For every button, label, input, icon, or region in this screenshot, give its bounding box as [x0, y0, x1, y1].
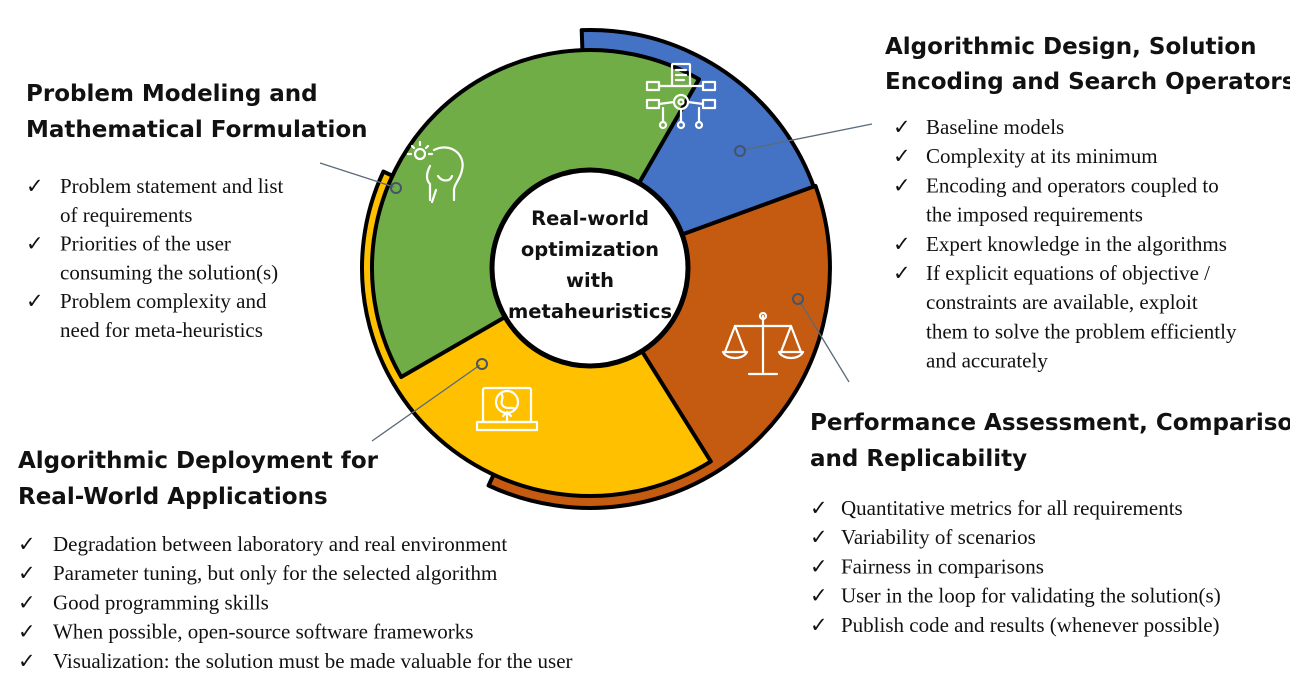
deployment-bullet-3-line-1: Good programming skills [53, 590, 269, 614]
cycle-petals [360, 27, 832, 510]
deployment-bullet-check-1: ✓ [18, 532, 36, 556]
center-label-line-3: with [566, 269, 614, 292]
deployment-bullet-1-line-1: Degradation between laboratory and real … [53, 532, 507, 556]
design-bullet-5-line-2: constraints are available, exploit [926, 290, 1198, 314]
assessment-bullet-check-2: ✓ [810, 525, 828, 549]
modeling-bullet-1-line-1: Problem statement and list [60, 174, 284, 198]
design-bullet-check-1: ✓ [893, 115, 911, 139]
modeling-bullet-2-line-1: Priorities of the user [60, 232, 231, 256]
assessment-bullet-1-line-1: Quantitative metrics for all requirement… [841, 496, 1183, 520]
connector-dot-deployment [476, 358, 488, 370]
design-bullet-5-line-1: If explicit equations of objective / [926, 261, 1210, 285]
design-bullet-5-line-4: and accurately [926, 349, 1048, 373]
connector-design [742, 123, 873, 151]
connector-dot-design [734, 145, 746, 157]
connector-assessment [798, 299, 850, 383]
idea-head-icon [406, 140, 464, 204]
deployment-bullet-5-line-1: Visualization: the solution must be made… [53, 649, 573, 673]
connector-dot-assessment [792, 293, 804, 305]
deployment-bullet-check-5: ✓ [18, 649, 36, 673]
design-bullet-check-4: ✓ [893, 232, 911, 256]
modeling-bullet-check-3: ✓ [26, 289, 44, 313]
deployment-bullet-4-line-1: When possible, open-source software fram… [53, 620, 473, 644]
connector-deployment [371, 364, 481, 442]
assessment-title-line-2: and Replicability [810, 446, 1027, 472]
design-bullet-4-line-1: Expert knowledge in the algorithms [926, 232, 1227, 256]
design-title-line-2: Encoding and Search Operators [885, 69, 1290, 95]
laptop-globe-icon [475, 386, 539, 432]
deployment-bullet-check-3: ✓ [18, 590, 36, 614]
assessment-bullet-2-line-1: Variability of scenarios [841, 525, 1036, 549]
design-bullet-check-3: ✓ [893, 173, 911, 197]
design-bullet-5-line-3: them to solve the problem efficiently [926, 319, 1237, 343]
center-circle [489, 167, 691, 369]
center-label-line-1: Real-world [531, 207, 649, 230]
assessment-title-line-1: Performance Assessment, Comparison [810, 410, 1290, 436]
center-hub: Real-world optimization with metaheurist… [489, 167, 691, 369]
modeling-bullet-check-1: ✓ [26, 174, 44, 198]
assessment-bullet-check-4: ✓ [810, 584, 828, 608]
design-title-line-1: Algorithmic Design, Solution [885, 34, 1257, 60]
deployment-bullet-check-4: ✓ [18, 620, 36, 644]
deployment-title-line-2: Real-World Applications [18, 484, 328, 510]
modeling-bullet-1-line-2: of requirements [60, 203, 192, 227]
design-bullet-1-line-1: Baseline models [926, 115, 1064, 139]
center-label-line-2: optimization [521, 238, 659, 261]
assessment-bullet-3-line-1: Fairness in comparisons [841, 554, 1044, 578]
assessment-bullet-4-line-1: User in the loop for validating the solu… [841, 584, 1221, 608]
design-bullet-3-line-1: Encoding and operators coupled to [926, 173, 1219, 197]
petal-icons [406, 62, 805, 432]
deployment-bullet-2-line-1: Parameter tuning, but only for the selec… [53, 561, 497, 585]
assessment-bullet-check-5: ✓ [810, 613, 828, 637]
center-label-line-4: metaheuristics [508, 300, 672, 323]
deployment-title-line-1: Algorithmic Deployment for [18, 448, 379, 474]
callout-connectors [319, 123, 873, 442]
deployment-bullet-check-2: ✓ [18, 561, 36, 585]
design-bullet-3-line-2: the imposed requirements [926, 203, 1143, 227]
balance-scale-icon [721, 311, 805, 376]
design-bullet-2-line-1: Complexity at its minimum [926, 144, 1158, 168]
assessment-bullet-5-line-1: Publish code and results (whenever possi… [841, 613, 1220, 637]
modeling-title-line-1: Problem Modeling and [26, 81, 318, 107]
section-assessment: Performance Assessment, Comparison and Re… [810, 410, 1290, 637]
modeling-bullet-check-2: ✓ [26, 232, 44, 256]
modeling-bullet-3-line-2: need for meta-heuristics [60, 318, 263, 342]
design-bullet-check-5: ✓ [893, 261, 911, 285]
modeling-title-line-2: Mathematical Formulation [26, 117, 368, 143]
assessment-bullet-check-1: ✓ [810, 496, 828, 520]
design-bullet-check-2: ✓ [893, 144, 911, 168]
assessment-bullet-check-3: ✓ [810, 554, 828, 578]
connector-dot-modeling [390, 182, 402, 194]
document-network-icon [645, 62, 717, 130]
modeling-bullet-3-line-1: Problem complexity and [60, 289, 267, 313]
connector-modeling [319, 162, 395, 188]
modeling-bullet-2-line-2: consuming the solution(s) [60, 260, 278, 284]
